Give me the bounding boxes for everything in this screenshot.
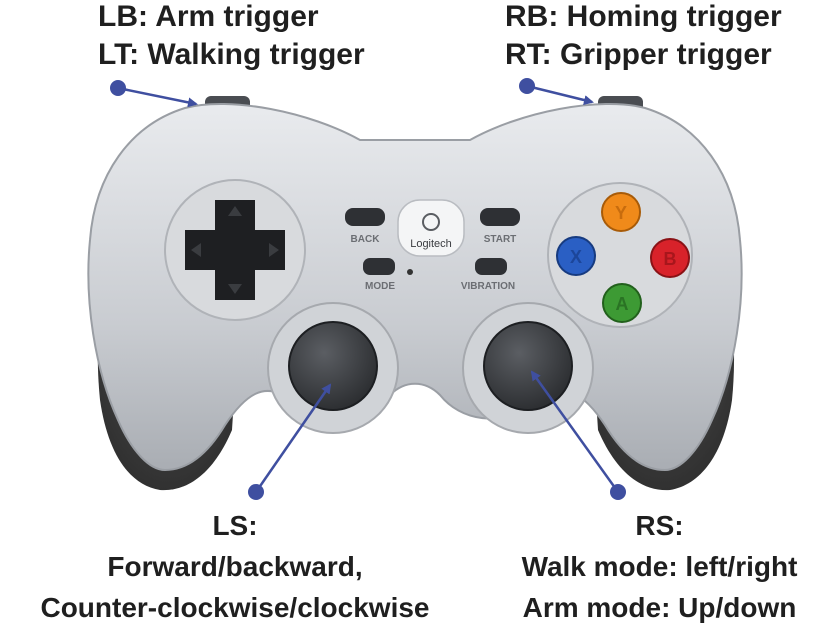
rs-title: RS: [635, 510, 684, 541]
dpad-down-arrow-icon [228, 284, 242, 294]
logitech-badge [397, 199, 465, 257]
right-shoulder-labels: RB: Homing trigger RT: Gripper trigger [505, 0, 782, 74]
vibration-label: VIBRATION [461, 281, 515, 292]
callout-dot [610, 484, 626, 500]
left-stick[interactable] [288, 321, 378, 411]
right-stick[interactable] [483, 321, 573, 411]
rs-line1: Walk mode: left/right [521, 551, 798, 582]
dpad-up-arrow-icon [228, 206, 242, 216]
callout-ls [248, 383, 332, 500]
button-x-label: X [570, 247, 582, 267]
back-button[interactable] [345, 208, 385, 226]
rt-label: RT: Gripper trigger [505, 38, 772, 71]
lt-label: LT: Walking trigger [98, 38, 365, 71]
left-shoulder-labels: LB: Arm trigger LT: Walking trigger [98, 0, 365, 74]
callout-dot [110, 80, 126, 96]
callout-lb-lt [110, 80, 198, 108]
dpad-right-arrow-icon [269, 243, 279, 257]
button-y-label: Y [615, 203, 627, 223]
button-a[interactable]: A [602, 283, 642, 323]
button-a-label: A [616, 294, 629, 314]
button-y[interactable]: Y [601, 192, 641, 232]
button-b-label: B [664, 249, 677, 269]
button-x[interactable]: X [556, 236, 596, 276]
right-stick-labels: RS: Walk mode: left/right Arm mode: Up/d… [492, 505, 827, 628]
back-label: BACK [351, 234, 381, 245]
dpad-left-arrow-icon [191, 243, 201, 257]
callout-dot [248, 484, 264, 500]
rs-line2: Arm mode: Up/down [522, 592, 797, 623]
face-button-housing [547, 182, 693, 328]
mode-led [407, 269, 413, 275]
lb-label: LB: Arm trigger [98, 0, 319, 33]
start-label: START [484, 234, 517, 245]
callout-dot [519, 78, 535, 94]
callout-rs [530, 370, 626, 500]
rb-label: RB: Homing trigger [505, 0, 782, 33]
callout-rb-rt [519, 78, 594, 105]
ls-title: LS: [212, 510, 258, 541]
logitech-logo-icon [422, 213, 440, 231]
start-button[interactable] [480, 208, 520, 226]
ls-line1: Forward/backward, [107, 551, 363, 582]
vibration-button[interactable] [475, 258, 507, 275]
dpad[interactable] [185, 200, 285, 300]
button-b[interactable]: B [650, 238, 690, 278]
mode-button[interactable] [363, 258, 395, 275]
mode-label: MODE [365, 281, 395, 292]
ls-line2: Counter-clockwise/clockwise [40, 592, 430, 623]
logitech-wordmark: Logitech [410, 238, 452, 250]
left-stick-labels: LS: Forward/backward, Counter-clockwise/… [0, 505, 470, 628]
